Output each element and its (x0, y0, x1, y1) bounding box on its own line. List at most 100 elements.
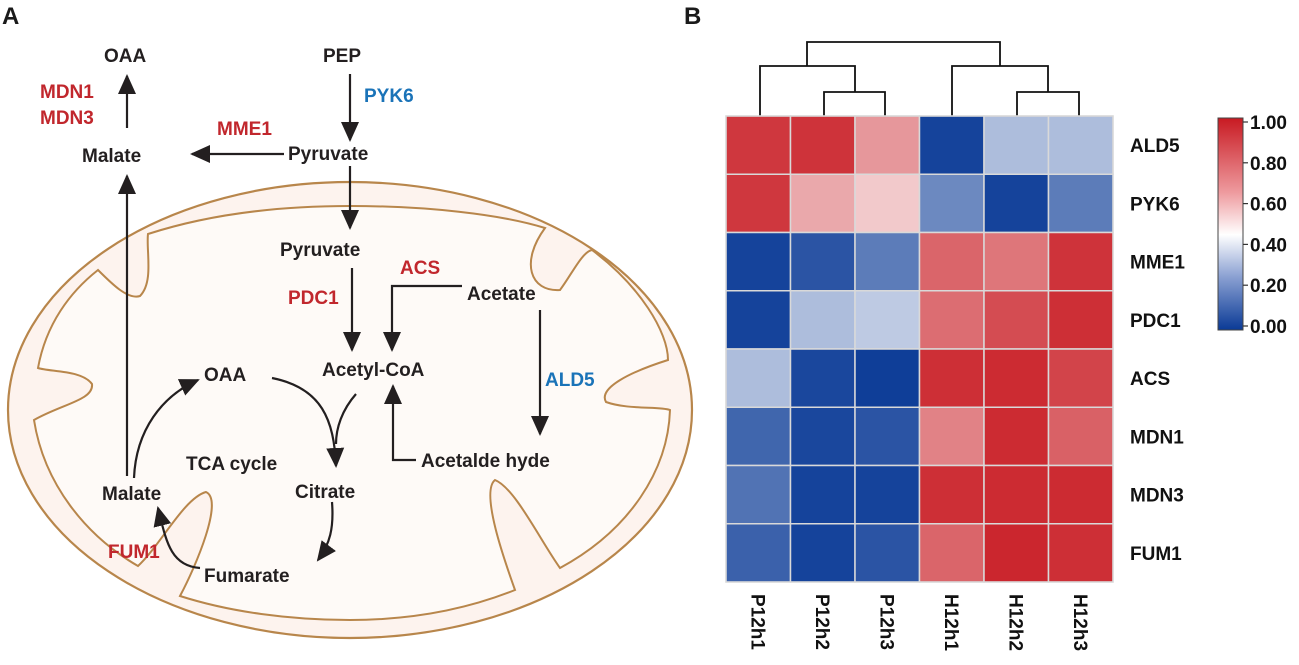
arrow-acetylcoa-join (334, 393, 357, 445)
pathway-arrows (118, 74, 549, 570)
heatmap-cell-MDN1-P12h1 (725, 406, 792, 467)
heatmap-cell-ALD5-P12h3 (854, 115, 921, 175)
colorbar: 1.000.800.600.400.200.00 (1217, 113, 1287, 338)
enzyme-pdc1: PDC1 (288, 288, 339, 309)
heatmap-cell-ALD5-H12h1 (918, 115, 985, 175)
heatmap-cell-MDN3-P12h3 (854, 464, 921, 525)
row-label-FUM1: FUM1 (1130, 544, 1182, 565)
heatmap-cell-ALD5-P12h1 (725, 115, 792, 175)
heatmap-cell-PDC1-H12h2 (983, 290, 1050, 350)
row-label-PYK6: PYK6 (1130, 194, 1180, 215)
enzyme-acs: ACS (400, 258, 440, 279)
heatmap-cell-ACS-P12h3 (854, 348, 921, 408)
enzyme-mdn3: MDN3 (40, 108, 94, 129)
node-malate-cycle: Malate (102, 484, 161, 505)
colorbar-ticks: 1.000.800.600.400.200.00 (1243, 113, 1287, 338)
enzyme-ald5: ALD5 (545, 370, 595, 391)
panel-a-label: A (2, 3, 19, 30)
node-oaa-top: OAA (104, 46, 147, 67)
enzyme-mdn1: MDN1 (40, 82, 94, 103)
heatmap-cell-MDN1-H12h1 (918, 406, 985, 467)
node-acetaldehyde: Acetalde hyde (421, 451, 550, 472)
dendro-link-h1-h23 (951, 65, 1049, 116)
arrow-acetaldehyde-to-acetylcoa (384, 384, 416, 462)
mitochondrion (6, 180, 694, 640)
row-label-MDN1: MDN1 (1130, 427, 1184, 448)
heatmap-cell-ACS-H12h3 (1047, 348, 1114, 408)
heatmap-cell-ALD5-P12h2 (789, 115, 856, 175)
column-label-H12h3: H12h3 (1069, 594, 1090, 651)
column-dendrogram (759, 41, 1080, 116)
heatmap-cell-MDN3-H12h1 (918, 464, 985, 525)
heatmap-cell-MDN1-P12h3 (854, 406, 921, 467)
colorbar-tick-label: 0.80 (1250, 154, 1287, 175)
node-tca-cycle: TCA cycle (186, 454, 277, 475)
arrow-fumarate-to-malate (153, 506, 201, 570)
dendro-link-p2-p3 (823, 91, 886, 116)
heatmap (725, 115, 1114, 583)
row-label-ACS: ACS (1130, 369, 1170, 390)
heatmap-cell-FUM1-P12h3 (854, 523, 921, 583)
node-malate-top: Malate (82, 146, 141, 167)
heatmap-column-labels: P12h1 P12h2 P12h3 H12h1 H12h2 H12h3 (746, 594, 1090, 651)
dendro-link-root (806, 41, 1001, 66)
panel-b-label: B (684, 3, 701, 30)
node-acetate: Acetate (467, 284, 536, 305)
colorbar-tick-label: 1.00 (1250, 113, 1287, 134)
mitochondrion-inner-membrane (32, 204, 672, 622)
row-label-MME1: MME1 (1130, 253, 1185, 274)
heatmap-cell-PYK6-P12h2 (789, 173, 856, 234)
heatmap-cell-MDN1-P12h2 (789, 406, 856, 467)
dendro-link-h2-h3 (1016, 91, 1080, 116)
column-label-H12h2: H12h2 (1004, 594, 1025, 651)
colorbar-tick-label: 0.00 (1250, 317, 1287, 338)
dendro-link-p1-p23 (759, 65, 856, 116)
heatmap-cell-MME1-P12h2 (789, 231, 856, 292)
heatmap-cell-MME1-H12h1 (918, 231, 985, 292)
arrow-citrate-to-fumarate (316, 501, 336, 562)
column-label-P12h2: P12h2 (811, 594, 832, 650)
heatmap-cell-MME1-H12h2 (983, 231, 1050, 292)
heatmap-cell-PDC1-H12h3 (1047, 290, 1114, 350)
heatmap-cell-PDC1-H12h1 (918, 290, 985, 350)
node-acetyl-coa: Acetyl-CoA (322, 360, 425, 381)
heatmap-cell-MME1-P12h3 (854, 231, 921, 292)
heatmap-cell-MDN3-P12h2 (789, 464, 856, 525)
heatmap-cell-MDN3-H12h3 (1047, 464, 1114, 525)
heatmap-cell-FUM1-H12h3 (1047, 523, 1114, 583)
row-label-ALD5: ALD5 (1130, 136, 1180, 157)
heatmap-cell-MME1-H12h3 (1047, 231, 1114, 292)
arrow-malate-to-oaa-cycle (132, 378, 200, 479)
heatmap-cell-MDN1-H12h3 (1047, 406, 1114, 467)
heatmap-cell-FUM1-H12h2 (983, 523, 1050, 583)
heatmap-cell-ACS-P12h2 (789, 348, 856, 408)
heatmap-cell-PYK6-P12h1 (725, 173, 792, 234)
heatmap-cell-FUM1-H12h1 (918, 523, 985, 583)
column-label-P12h1: P12h1 (746, 594, 767, 650)
heatmap-cell-PDC1-P12h2 (789, 290, 856, 350)
arrow-acetate-to-acetylcoa (383, 284, 462, 352)
enzyme-pyk6: PYK6 (364, 86, 414, 107)
heatmap-cell-PDC1-P12h3 (854, 290, 921, 350)
heatmap-cell-MDN1-H12h2 (983, 406, 1050, 467)
heatmap-cell-PYK6-H12h3 (1047, 173, 1114, 234)
colorbar-gradient (1217, 117, 1244, 331)
heatmap-cell-FUM1-P12h2 (789, 523, 856, 583)
node-pyruvate-mito: Pyruvate (280, 240, 360, 261)
column-label-P12h3: P12h3 (875, 594, 896, 650)
heatmap-cell-MDN3-P12h1 (725, 464, 792, 525)
node-pep: PEP (323, 46, 361, 67)
column-label-H12h1: H12h1 (940, 594, 961, 651)
heatmap-cell-MME1-P12h1 (725, 231, 792, 292)
heatmap-cell-MDN3-H12h2 (983, 464, 1050, 525)
heatmap-cell-PYK6-H12h2 (983, 173, 1050, 234)
heatmap-frame (725, 115, 1114, 583)
node-pyruvate-top: Pyruvate (288, 144, 368, 165)
heatmap-cell-PYK6-P12h3 (854, 173, 921, 234)
colorbar-tick-label: 0.60 (1250, 195, 1287, 216)
enzyme-mme1: MME1 (217, 119, 272, 140)
node-fumarate: Fumarate (204, 566, 290, 587)
